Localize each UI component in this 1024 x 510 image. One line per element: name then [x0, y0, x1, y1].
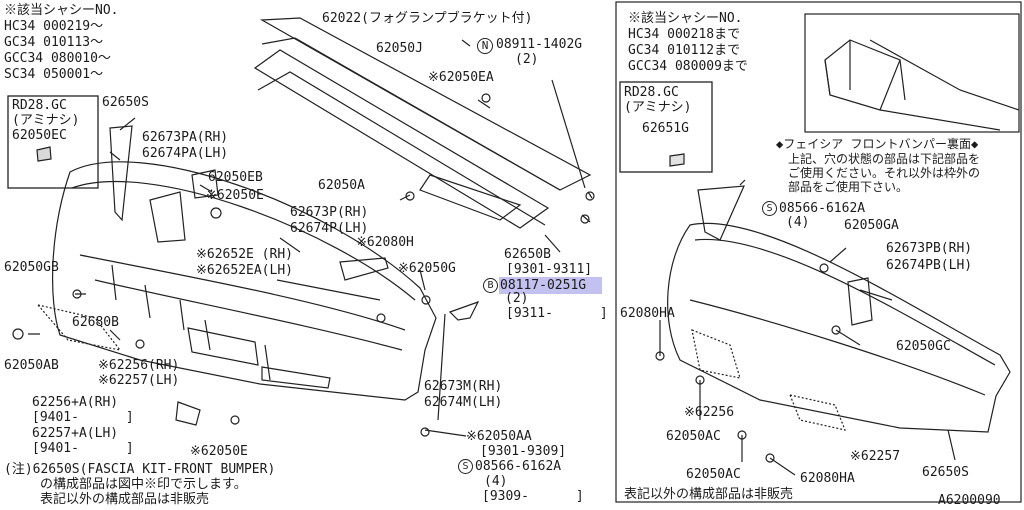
callout-62050GB[interactable]: 62050GB — [4, 260, 59, 275]
screw-qty: (4) — [484, 474, 508, 489]
right-footer-note: 表記以外の構成部品は非販売 — [624, 487, 794, 502]
callout-62050AA-date: [9301-9309] — [480, 444, 567, 459]
callout-62650B[interactable]: 62650B — [504, 247, 551, 262]
bolt-symbol-b: B — [483, 278, 498, 293]
callout-62050AC-bottom[interactable]: 62050AC — [686, 467, 741, 482]
right-inset-line1: RD28.GC — [624, 85, 679, 100]
callout-62257[interactable]: ※62257(LH) — [98, 373, 180, 388]
right-inset-part: 62651G — [642, 121, 689, 136]
right-chassis-row: GC34 010112まで — [628, 43, 741, 58]
callout-62256A-date: [9401- ] — [32, 410, 134, 425]
callout-62257-right[interactable]: ※62257 — [850, 449, 901, 464]
callout-62050G[interactable]: ※62050G — [398, 261, 456, 276]
callout-62673PA[interactable]: 62673PA(RH) — [142, 130, 229, 145]
callout-62673M[interactable]: 62673M(RH) — [424, 379, 503, 394]
callout-62080H[interactable]: ※62080H — [356, 235, 414, 250]
right-inset-box — [619, 81, 713, 173]
left-chassis-row: SC34 050001～ — [4, 67, 104, 82]
right-chassis-header: ※該当シャシーNO. — [628, 11, 743, 26]
figure-id: A6200090 — [938, 493, 1001, 508]
left-inset-box — [7, 95, 99, 189]
nut-symbol-n: N — [477, 38, 493, 54]
left-inset-part: 62050EC — [12, 128, 67, 143]
callout-62257A-date: [9401- ] — [32, 441, 134, 456]
bolt-08117-date: [9311- ] — [506, 306, 608, 321]
bolt-08117-qty: (2) — [505, 291, 529, 306]
left-chassis-header: ※該当シャシーNO. — [4, 3, 119, 18]
callout-62050AB[interactable]: 62050AB — [4, 358, 59, 373]
fascia-note-line3: ご使用ください。それ以外は枠外の — [788, 166, 981, 180]
screw-symbol-s: S — [762, 201, 777, 216]
callout-62050E-bottom[interactable]: ※62050E — [190, 444, 248, 459]
right-panel-frame — [615, 1, 1022, 503]
left-chassis-row: GC34 010113～ — [4, 35, 104, 50]
right-screw-08566-6162A[interactable]: 08566-6162A — [779, 201, 866, 216]
62651G-part — [669, 153, 685, 167]
callout-62050J[interactable]: 62050J — [376, 41, 423, 56]
callout-62022[interactable]: 62022(フォグランプブラケット付) — [322, 11, 533, 26]
left-chassis-row: HC34 000219～ — [4, 19, 104, 34]
callout-62652EA[interactable]: ※62652EA(LH) — [196, 263, 293, 278]
callout-62680B[interactable]: 62680B — [72, 315, 119, 330]
bolt-08911-1402G[interactable]: 08911-1402G — [496, 37, 583, 52]
62050EC-part — [36, 146, 52, 162]
bolt-08911-qty: (2) — [515, 52, 539, 67]
reinforcement-drawing — [253, 17, 595, 253]
screw-date: [9309- ] — [482, 489, 584, 504]
callout-62080HA-bottom[interactable]: 62080HA — [800, 471, 855, 486]
callout-62050EA[interactable]: ※62050EA — [428, 70, 494, 85]
screw-08566-6162A[interactable]: 08566-6162A — [475, 459, 562, 474]
clip-sketch-drawing — [804, 13, 1020, 133]
callout-62050A[interactable]: 62050A — [318, 178, 365, 193]
callout-62050AC-mid[interactable]: 62050AC — [666, 429, 721, 444]
fascia-note-line1: ◆フェイシア フロントバンパー裏面◆ — [776, 137, 979, 151]
callout-62256[interactable]: ※62256(RH) — [98, 358, 180, 373]
callout-62050E-top[interactable]: ※62050E — [206, 188, 264, 203]
callout-62256-right[interactable]: ※62256 — [684, 405, 735, 420]
callout-62256A[interactable]: 62256+A(RH) — [32, 395, 119, 410]
right-bumper-drawing — [655, 179, 1011, 476]
callout-62050EB[interactable]: 62050EB — [208, 170, 263, 185]
right-inset-line2: (アミナシ) — [624, 100, 692, 115]
callout-62652E[interactable]: ※62652E (RH) — [196, 247, 293, 262]
callout-62050AA[interactable]: ※62050AA — [466, 429, 532, 444]
callout-62050GC[interactable]: 62050GC — [896, 339, 951, 354]
left-chassis-row: GCC34 080010～ — [4, 51, 111, 66]
note-line1: (注)62650S(FASCIA KIT-FRONT BUMPER) — [4, 462, 276, 477]
callout-62674PA[interactable]: 62674PA(LH) — [142, 146, 229, 161]
callout-62650B-date: [9301-9311] — [506, 262, 593, 277]
note-line2: の構成部品は図中※印で示します。 — [40, 477, 247, 492]
callout-62080HA-top[interactable]: 62080HA — [620, 306, 675, 321]
callout-62673PB[interactable]: 62673PB(RH) — [886, 241, 973, 256]
fascia-note-line2: 上記、穴の状態の部品は下記部品を — [788, 152, 981, 166]
screw-symbol-s: S — [458, 459, 473, 474]
left-inset-line1: RD28.GC — [12, 98, 67, 113]
callout-62257A[interactable]: 62257+A(LH) — [32, 426, 119, 441]
note-line3: 表記以外の構成部品は非販売 — [40, 492, 210, 507]
fascia-note-line4: 部品をご使用下さい。 — [788, 180, 909, 194]
right-chassis-row: GCC34 080009まで — [628, 59, 748, 74]
callout-62674PB[interactable]: 62674PB(LH) — [886, 258, 973, 273]
bolt-08117-0251G[interactable]: 08117-0251G — [500, 278, 587, 293]
callout-62650S-right[interactable]: 62650S — [922, 465, 969, 480]
callout-62673P[interactable]: 62673P(RH) — [290, 205, 369, 220]
left-bumper-drawing — [12, 117, 480, 437]
selection-highlight — [499, 277, 602, 294]
callout-62674P[interactable]: 62674P(LH) — [290, 221, 369, 236]
callout-62050GA[interactable]: 62050GA — [844, 218, 899, 233]
callout-62674M[interactable]: 62674M(LH) — [424, 395, 503, 410]
right-chassis-row: HC34 000218まで — [628, 27, 741, 42]
right-screw-qty: (4) — [786, 215, 810, 230]
left-inset-line2: (アミナシ) — [12, 113, 80, 128]
callout-62650S-top[interactable]: 62650S — [102, 95, 149, 110]
